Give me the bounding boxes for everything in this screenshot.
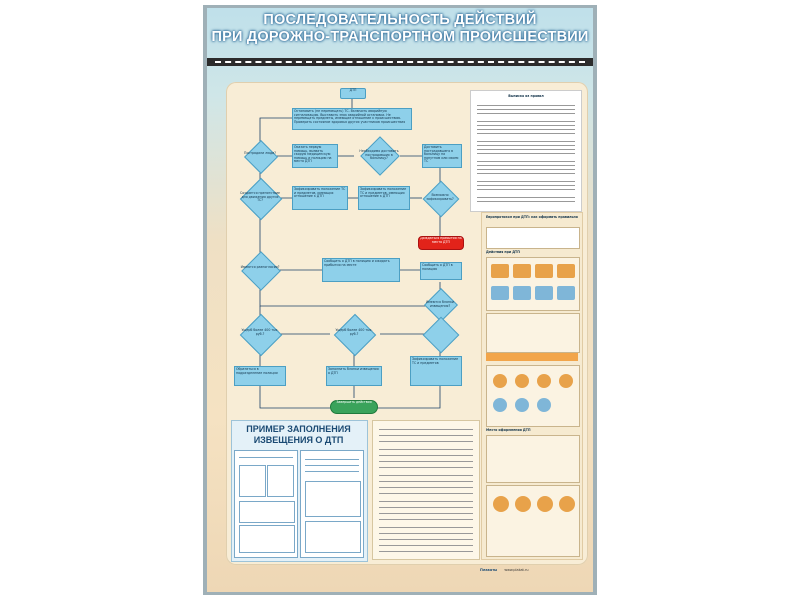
procedure-section-place: Место оформления ДТП xyxy=(486,428,531,432)
poster-title-line1: ПОСЛЕДОВАТЕЛЬНОСТЬ ДЕЙСТВИЙ xyxy=(263,12,537,28)
flowchart: ДТП Остановить (не перемещать) ТС. Включ… xyxy=(230,86,466,416)
sample-form-back xyxy=(300,450,364,558)
procedure-icons-block xyxy=(486,365,580,427)
flow-decision-transport-label: Необходимо доставить пострадавших в боль… xyxy=(359,149,399,161)
flow-fix-position: Зафиксировать положение ТС и предметов, … xyxy=(292,186,348,210)
flow-first-aid: Оказать первую помощь, вызвать скорую ме… xyxy=(292,144,338,168)
flow-deliver: Доставить пострадавшего в больницу на по… xyxy=(422,144,462,168)
flow-fill-forms: Заполнить бланки извещения о ДТП xyxy=(326,366,382,386)
flow-decision-injured-label: Пострадали люди? xyxy=(244,151,276,155)
procedure-intro xyxy=(486,227,580,249)
legal-document: Выписка из правил xyxy=(470,90,582,212)
flow-decision-damage-label: Ущерб более 400 тыс. руб.? xyxy=(241,328,279,336)
road-marking xyxy=(215,61,585,63)
procedure-header: Европротокол при ДТП: как оформить прави… xyxy=(486,215,578,219)
footer-contacts: www.plakat.ru xyxy=(504,568,529,572)
procedure-checklist xyxy=(486,313,580,353)
procedure-place-block xyxy=(486,435,580,483)
flow-record: Зафиксировать положение ТС и предметов, … xyxy=(358,186,410,210)
poster-footer: Плакаты www.plakat.ru xyxy=(480,565,580,575)
flow-decision-traffic-label: Создается препятствие для движения други… xyxy=(240,191,280,203)
flow-finish: Завершить действия xyxy=(330,400,378,414)
flow-decision-possible-label: Возможно зафиксировать? xyxy=(426,193,454,201)
footer-brand: Плакаты xyxy=(480,568,498,572)
flow-step-stop: Остановить (не перемещать) ТС. Включить … xyxy=(292,108,412,130)
flow-decision-conflict-label: Имеются разногласия? xyxy=(240,265,280,269)
flow-decision-forms-label: Имеются бланки извещения? xyxy=(425,300,454,308)
procedure-actions-block xyxy=(486,257,580,311)
legal-text-box xyxy=(372,420,480,560)
poster-title-line2: ПРИ ДОРОЖНО-ТРАНСПОРТНОМ ПРОИСШЕСТВИИ xyxy=(211,29,589,45)
legal-document-header: Выписка из правил xyxy=(508,94,544,98)
flow-contact-police: Обратиться в подразделение полиции xyxy=(234,366,286,386)
flow-end-alert: Дождаться прибытия на место ДТП xyxy=(418,236,464,250)
flow-report-police: Сообщить о ДТП в полицию xyxy=(420,262,462,280)
sample-notice-title: ПРИМЕР ЗАПОЛНЕНИЯ ИЗВЕЩЕНИЯ О ДТП xyxy=(231,424,366,446)
flow-wait-police: Сообщить о ДТП в полицию и ожидать прибы… xyxy=(322,258,400,282)
sample-notice-title-line2: ИЗВЕЩЕНИЯ О ДТП xyxy=(253,435,344,445)
procedure-panel: Европротокол при ДТП: как оформить прави… xyxy=(481,212,583,560)
flow-decision-damage-2-label: Ущерб более 400 тыс. руб.? xyxy=(335,328,373,336)
procedure-section-actions: Действия при ДТП xyxy=(486,250,520,254)
flow-record-gost: Зафиксировать положение ТС и предметов xyxy=(410,356,462,386)
procedure-bottom-block xyxy=(486,485,580,557)
procedure-highlight-bar xyxy=(486,353,578,361)
sample-form-front xyxy=(234,450,298,558)
poster-title: ПОСЛЕДОВАТЕЛЬНОСТЬ ДЕЙСТВИЙ ПРИ ДОРОЖНО-… xyxy=(207,12,593,46)
flow-start: ДТП xyxy=(340,88,366,99)
sample-notice-title-line1: ПРИМЕР ЗАПОЛНЕНИЯ xyxy=(246,424,351,434)
